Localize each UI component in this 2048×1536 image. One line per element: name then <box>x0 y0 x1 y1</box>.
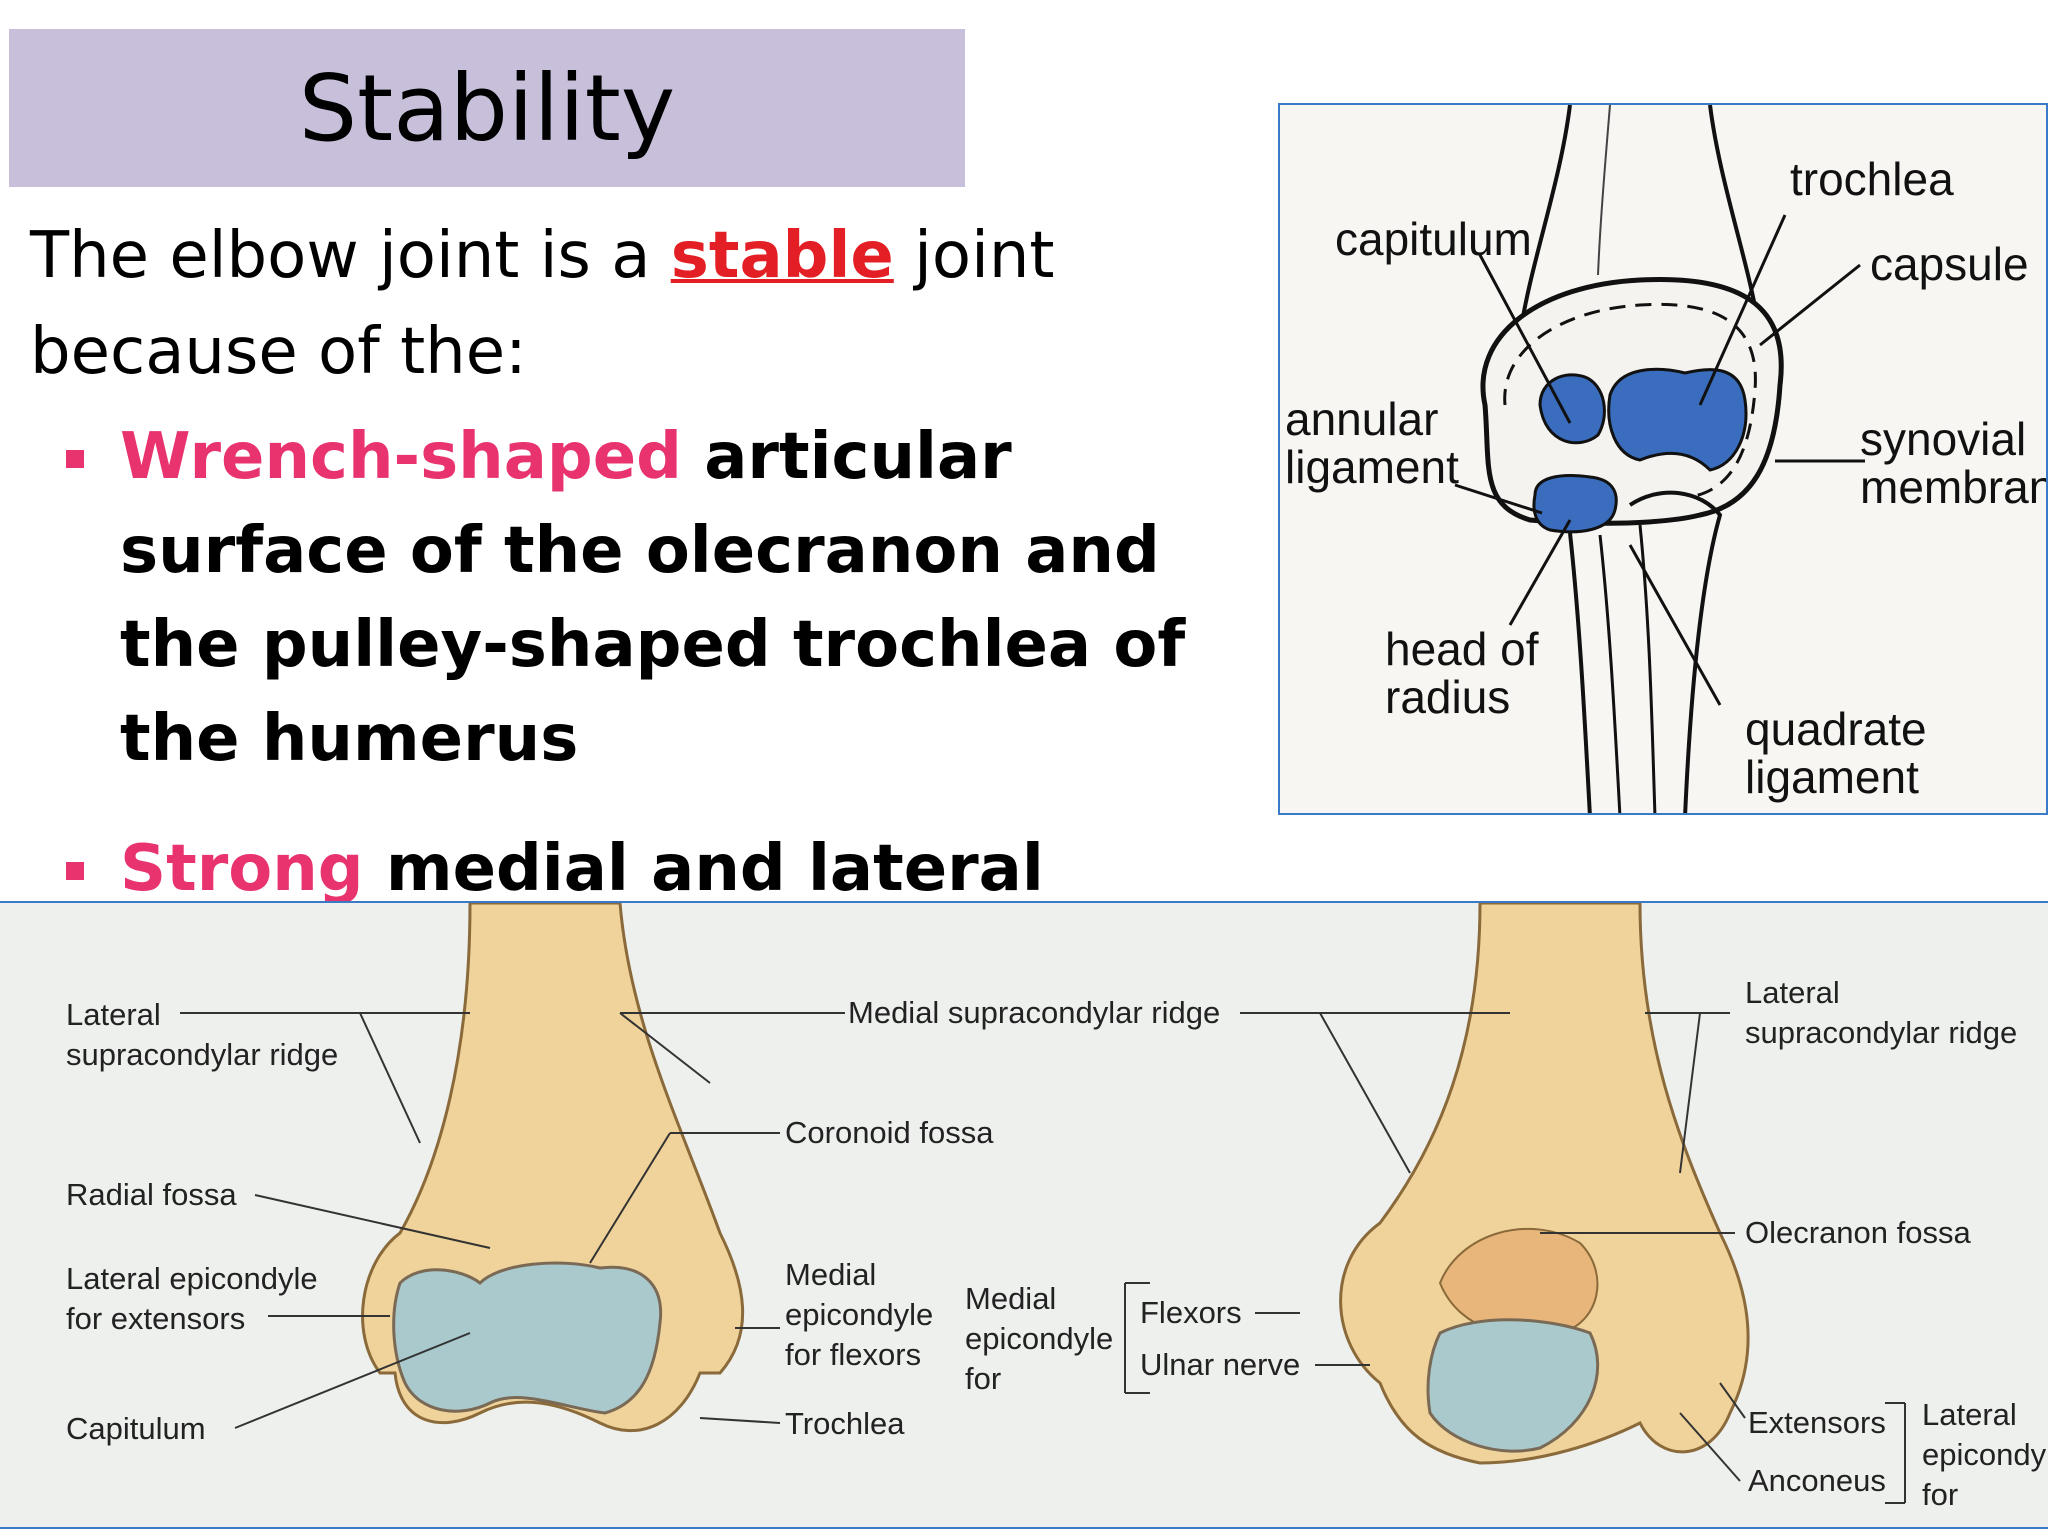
label-capitulum: Capitulum <box>66 1411 206 1446</box>
label-flexors: Flexors <box>1140 1295 1242 1330</box>
elbow-joint-diagram: trochlea capitulum capsule annular ligam… <box>1278 103 2048 815</box>
label-trochlea: Trochlea <box>785 1406 905 1441</box>
intro-before: The elbow joint is a <box>30 219 671 293</box>
elbow-joint-svg: trochlea capitulum capsule annular ligam… <box>1285 105 2048 813</box>
label-extensors: Extensors <box>1748 1405 1886 1440</box>
label-synovial-1: synovial <box>1860 413 2026 465</box>
label-lateral-epicondyle-1: Lateral epicondyle <box>66 1261 318 1296</box>
label-ulnar-nerve: Ulnar nerve <box>1140 1347 1300 1382</box>
label-radial-fossa: Radial fossa <box>66 1177 237 1212</box>
humerus-svg: Lateral supracondylar ridge Radial fossa… <box>66 903 2047 1512</box>
intro-line-2: because of the: <box>30 315 527 389</box>
label-medial-b2: epicondyle <box>965 1321 1113 1356</box>
label-annular-2: ligament <box>1285 441 1459 493</box>
intro-text: The elbow joint is a stable joint becaus… <box>30 208 1230 400</box>
label-lateral-supracondylar-2: supracondylar ridge <box>66 1037 338 1072</box>
bullet-wrench: Wrench-shaped articular surface of the o… <box>58 410 1258 786</box>
label-medial-epicondyle-2: epicondyle <box>785 1297 933 1332</box>
label-lateral-epicondyle-r1: Lateral <box>1922 1397 2017 1432</box>
label-quadrate: quadrate <box>1745 703 1927 755</box>
label-head-of: head of <box>1385 623 1539 675</box>
label-lateral-supracondylar-r2: supracondylar ridge <box>1745 1015 2017 1050</box>
label-medial-b3: for <box>965 1361 1001 1396</box>
label-lateral-supracondylar-1: Lateral <box>66 997 161 1032</box>
label-quadrate-ligament: ligament <box>1745 751 1919 803</box>
label-lateral-epicondyle-2: for extensors <box>66 1301 245 1336</box>
label-lateral-epicondyle-r3: for <box>1922 1477 1958 1512</box>
label-anconeus: Anconeus <box>1748 1463 1886 1498</box>
intro-after: joint <box>893 219 1055 293</box>
label-annular-1: annular <box>1285 393 1438 445</box>
bullet-highlight: Strong <box>120 832 364 906</box>
label-coronoid-fossa: Coronoid fossa <box>785 1115 994 1150</box>
label-lateral-supracondylar-r1: Lateral <box>1745 975 1840 1010</box>
label-lateral-epicondyle-r2: epicondy <box>1922 1437 2047 1472</box>
humerus-diagram: Lateral supracondylar ridge Radial fossa… <box>0 901 2048 1529</box>
label-medial-epicondyle-1: Medial <box>785 1257 876 1292</box>
intro-line-1: The elbow joint is a stable joint <box>30 208 1230 304</box>
slide-title: Stability <box>298 54 676 162</box>
title-band: Stability <box>9 29 965 187</box>
label-medial-supracondylar: Medial supracondylar ridge <box>848 995 1220 1030</box>
label-capsule: capsule <box>1870 238 2029 290</box>
stable-emphasis: stable <box>670 219 894 293</box>
label-synovial-2: membrane <box>1860 461 2048 513</box>
label-radius: radius <box>1385 671 1510 723</box>
label-capitulum: capitulum <box>1335 213 1532 265</box>
label-medial-epicondyle-3: for flexors <box>785 1337 921 1372</box>
bullet-text: articular surface of the olecranon and t… <box>120 420 1186 776</box>
label-trochlea: trochlea <box>1790 153 1954 205</box>
bullet-square-icon <box>66 862 84 880</box>
bullet-highlight: Wrench-shaped <box>120 420 682 494</box>
label-olecranon-fossa: Olecranon fossa <box>1745 1215 1971 1250</box>
bullet-square-icon <box>66 450 84 468</box>
label-medial-b1: Medial <box>965 1281 1056 1316</box>
